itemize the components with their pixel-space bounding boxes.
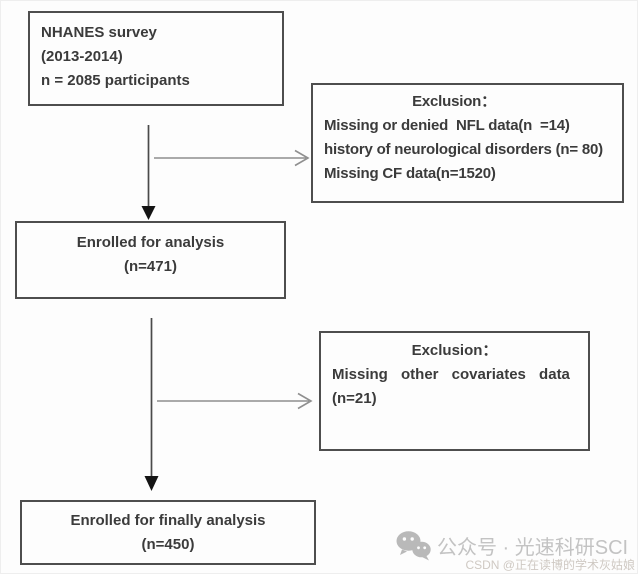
exclusion-box-1-line: Missing CF data(n=1520) — [324, 165, 496, 182]
exclusion-box-1: Exclusion： Missing or denied NFL data(n … — [311, 83, 624, 203]
arrow-enrolled-to-final — [144, 318, 159, 491]
arrow-population-to-enrolled — [141, 125, 156, 220]
wechat-icon — [395, 530, 432, 561]
exclusion-box-1-line: history of neurological disorders (n= 80… — [324, 141, 603, 158]
exclusion-box-2-line: Missing other covariates data — [332, 366, 570, 383]
arrow-branch-exclusion-1 — [154, 149, 310, 167]
final-box-line: Enrolled for finally analysis — [70, 512, 266, 529]
csdn-watermark: CSDN @正在读博的学术灰姑娘 — [465, 558, 635, 572]
enrolled-box-line: Enrolled for analysis — [76, 234, 225, 251]
population-box-line: (2013-2014) — [41, 48, 123, 65]
final-box: Enrolled for finally analysis (n=450) — [20, 500, 316, 565]
population-box-line: n = 2085 participants — [41, 72, 190, 89]
wechat-watermark-text: 公众号 · 光速科研SCI — [437, 537, 629, 559]
enrolled-box-line: (n=471) — [124, 258, 177, 275]
arrow-branch-exclusion-2 — [157, 392, 313, 410]
population-box: NHANES survey (2013-2014) n = 2085 parti… — [28, 11, 284, 106]
exclusion-box-2-line: (n=21) — [332, 390, 377, 407]
exclusion-box-1-line: Missing or denied NFL data(n =14) — [324, 117, 570, 134]
exclusion-box-2-title: Exclusion： — [411, 342, 498, 359]
enrolled-box: Enrolled for analysis (n=471) — [15, 221, 286, 299]
wechat-watermark: 公众号 · 光速科研SCI — [395, 530, 628, 561]
exclusion-box-2: Exclusion： Missing other covariates data… — [319, 331, 590, 451]
exclusion-box-1-title: Exclusion： — [412, 93, 496, 110]
final-box-line: (n=450) — [141, 536, 195, 553]
population-box-line: NHANES survey — [41, 24, 157, 41]
